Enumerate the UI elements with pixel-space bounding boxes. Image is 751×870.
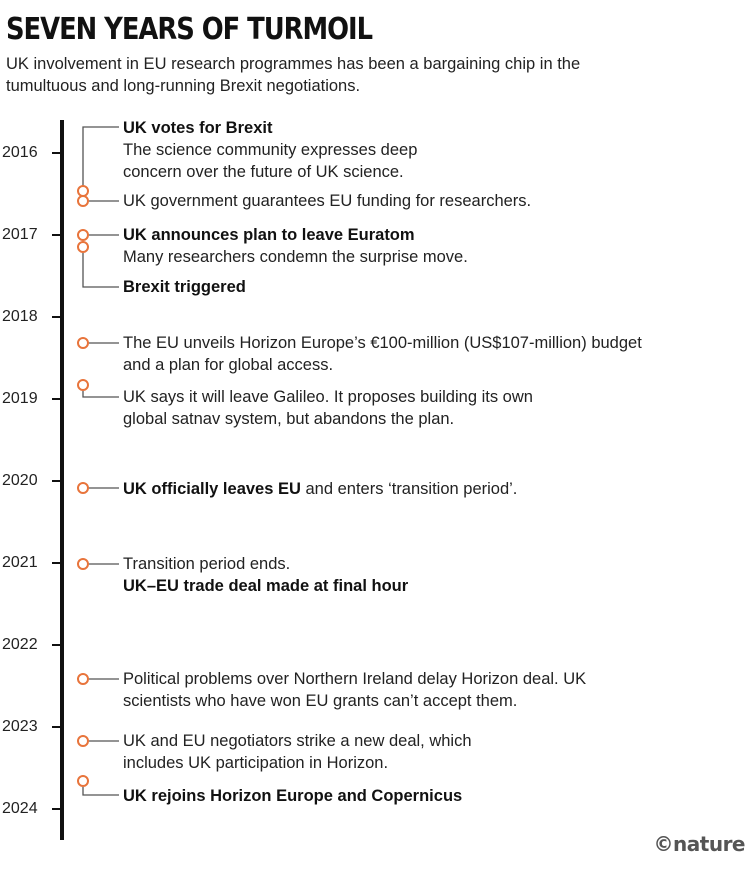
nature-logo: ©nature <box>653 832 746 856</box>
year-tick <box>52 480 62 482</box>
event-title: UK–EU trade deal made at final hour <box>123 577 409 595</box>
event-leave-galileo: UK says it will leave Galileo. It propos… <box>123 386 563 430</box>
event-transition-ends: Transition period ends. UK–EU trade deal… <box>123 553 743 597</box>
chart-subtitle: UK involvement in EU research programmes… <box>6 55 581 95</box>
event-marker <box>77 482 89 494</box>
event-uk-leaves-eu: UK officially leaves EU and enters ‘tran… <box>123 478 743 500</box>
event-description: Transition period ends. <box>123 555 291 573</box>
year-label-2020: 2020 <box>2 472 38 489</box>
event-title: UK rejoins Horizon Europe and Copernicus <box>123 787 463 805</box>
event-marker <box>77 195 89 207</box>
event-description: The EU unveils Horizon Europe’s €100-mil… <box>123 334 642 374</box>
year-tick <box>52 808 62 810</box>
year-tick <box>52 726 62 728</box>
event-marker <box>77 735 89 747</box>
year-label-2019: 2019 <box>2 390 38 407</box>
year-label-2021: 2021 <box>2 554 38 571</box>
year-label-2018: 2018 <box>2 308 38 325</box>
event-title: Brexit triggered <box>123 278 246 296</box>
event-description: UK government guarantees EU funding for … <box>123 192 532 210</box>
year-label-2017: 2017 <box>2 226 38 243</box>
event-title: UK votes for Brexit <box>123 119 273 137</box>
event-description: The science community expresses deep con… <box>123 141 418 181</box>
event-marker <box>77 775 89 787</box>
event-marker <box>77 558 89 570</box>
chart-title: SEVEN YEARS OF TURMOIL <box>6 12 373 47</box>
year-tick <box>52 316 62 318</box>
year-tick <box>52 644 62 646</box>
event-marker <box>77 337 89 349</box>
event-marker <box>77 673 89 685</box>
event-marker <box>77 379 89 391</box>
event-brexit-triggered: Brexit triggered <box>123 276 743 298</box>
event-description: Many researchers condemn the surprise mo… <box>123 248 468 266</box>
event-uk-votes-brexit: UK votes for Brexit The science communit… <box>123 117 743 183</box>
event-description: and enters ‘transition period’. <box>300 480 518 498</box>
event-title: UK announces plan to leave Euratom <box>123 226 415 244</box>
event-title: UK officially leaves EU <box>123 480 301 498</box>
event-northern-ireland-delay: Political problems over Northern Ireland… <box>123 668 643 712</box>
year-label-2024: 2024 <box>2 800 38 817</box>
timeline-axis <box>60 120 64 840</box>
year-label-2016: 2016 <box>2 144 38 161</box>
year-label-2023: 2023 <box>2 718 38 735</box>
event-marker <box>77 241 89 253</box>
year-tick <box>52 562 62 564</box>
event-marker <box>77 229 89 241</box>
event-description: Political problems over Northern Ireland… <box>123 670 587 710</box>
year-tick <box>52 152 62 154</box>
event-uk-rejoins-horizon: UK rejoins Horizon Europe and Copernicus <box>123 785 743 807</box>
event-description: UK and EU negotiators strike a new deal,… <box>123 732 472 772</box>
event-leave-euratom: UK announces plan to leave Euratom Many … <box>123 224 743 268</box>
event-horizon-europe-budget: The EU unveils Horizon Europe’s €100-mil… <box>123 332 663 376</box>
year-tick <box>52 234 62 236</box>
event-funding-guarantee: UK government guarantees EU funding for … <box>123 190 743 212</box>
year-label-2022: 2022 <box>2 636 38 653</box>
event-description: UK says it will leave Galileo. It propos… <box>123 388 533 428</box>
event-new-deal: UK and EU negotiators strike a new deal,… <box>123 730 503 774</box>
year-tick <box>52 398 62 400</box>
